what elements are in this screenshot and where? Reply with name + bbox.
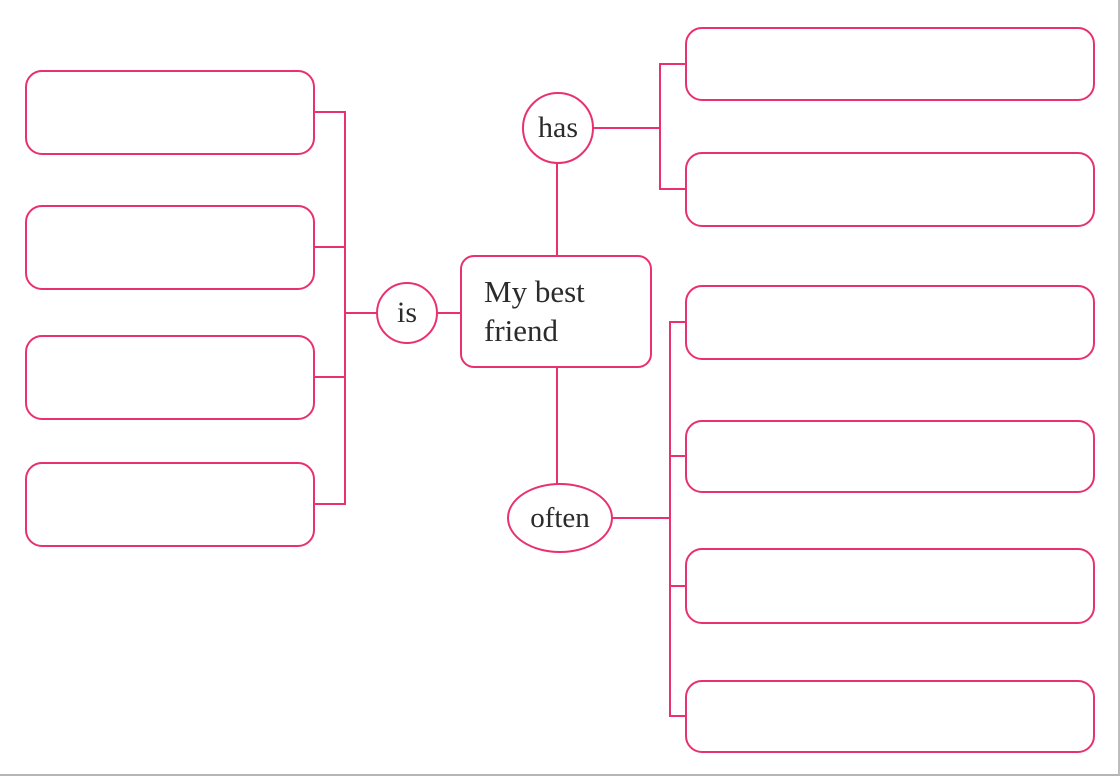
connector-line: [313, 246, 346, 248]
connector-line: [556, 368, 558, 485]
often-answer-box-1[interactable]: [685, 285, 1095, 360]
often-answer-box-2[interactable]: [685, 420, 1095, 493]
branch-label-often: often: [507, 483, 613, 553]
connector-line: [669, 715, 686, 717]
is-answer-box-1[interactable]: [25, 70, 315, 155]
has-answer-box-2[interactable]: [685, 152, 1095, 227]
branch-label-is-text: is: [396, 296, 417, 329]
connector-line: [669, 321, 686, 323]
central-node-text: My best friend: [484, 273, 585, 348]
branch-label-is: is: [376, 282, 438, 344]
branch-label-has-text: has: [538, 111, 578, 144]
branch-label-has: has: [522, 92, 594, 164]
connector-line: [344, 111, 346, 505]
connector-line: [593, 127, 660, 129]
branch-label-often-text: often: [530, 501, 590, 534]
connector-line: [436, 312, 462, 314]
connector-line: [659, 63, 661, 190]
connector-line: [669, 321, 671, 717]
is-answer-box-4[interactable]: [25, 462, 315, 547]
connector-line: [344, 312, 378, 314]
connector-line: [659, 63, 686, 65]
connector-line: [669, 585, 686, 587]
connector-line: [611, 517, 670, 519]
has-answer-box-1[interactable]: [685, 27, 1095, 101]
connector-line: [556, 163, 558, 256]
is-answer-box-3[interactable]: [25, 335, 315, 420]
connector-line: [313, 503, 346, 505]
connector-line: [659, 188, 686, 190]
often-answer-box-3[interactable]: [685, 548, 1095, 624]
connector-line: [669, 455, 686, 457]
central-node: My best friend: [460, 255, 652, 368]
connector-line: [313, 376, 346, 378]
connector-line: [313, 111, 346, 113]
often-answer-box-4[interactable]: [685, 680, 1095, 753]
is-answer-box-2[interactable]: [25, 205, 315, 290]
